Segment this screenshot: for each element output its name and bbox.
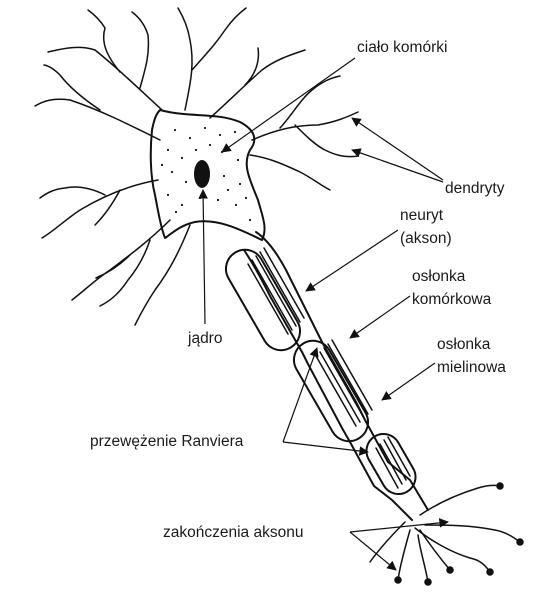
myelin-segment-2 (287, 334, 375, 448)
label-axon-terminals: zakończenia aksonu (163, 524, 303, 541)
label-myelin-1: osłonka (437, 336, 491, 353)
label-myelin-2: mielinowa (437, 359, 506, 376)
nucleus (194, 160, 210, 188)
label-cell-membrane-1: osłonka (412, 268, 466, 285)
label-nucleus: jądro (187, 330, 222, 347)
label-cell-membrane-2: komórkowa (412, 291, 492, 308)
label-dendrites: dendryty (445, 180, 505, 197)
axon (219, 232, 428, 520)
myelin-segment-1 (219, 243, 307, 357)
label-neurite-2: (akson) (400, 230, 452, 247)
leader-arrows (203, 58, 448, 570)
label-cell-body: ciało komórki (357, 39, 447, 56)
dendrites-right (250, 76, 358, 190)
myelin-segment-3 (360, 428, 421, 500)
dendrites-left (35, 8, 305, 325)
label-neurite-1: neuryt (400, 207, 444, 224)
axon-terminals (370, 483, 523, 585)
label-ranvier: przewężenie Ranviera (90, 433, 244, 450)
